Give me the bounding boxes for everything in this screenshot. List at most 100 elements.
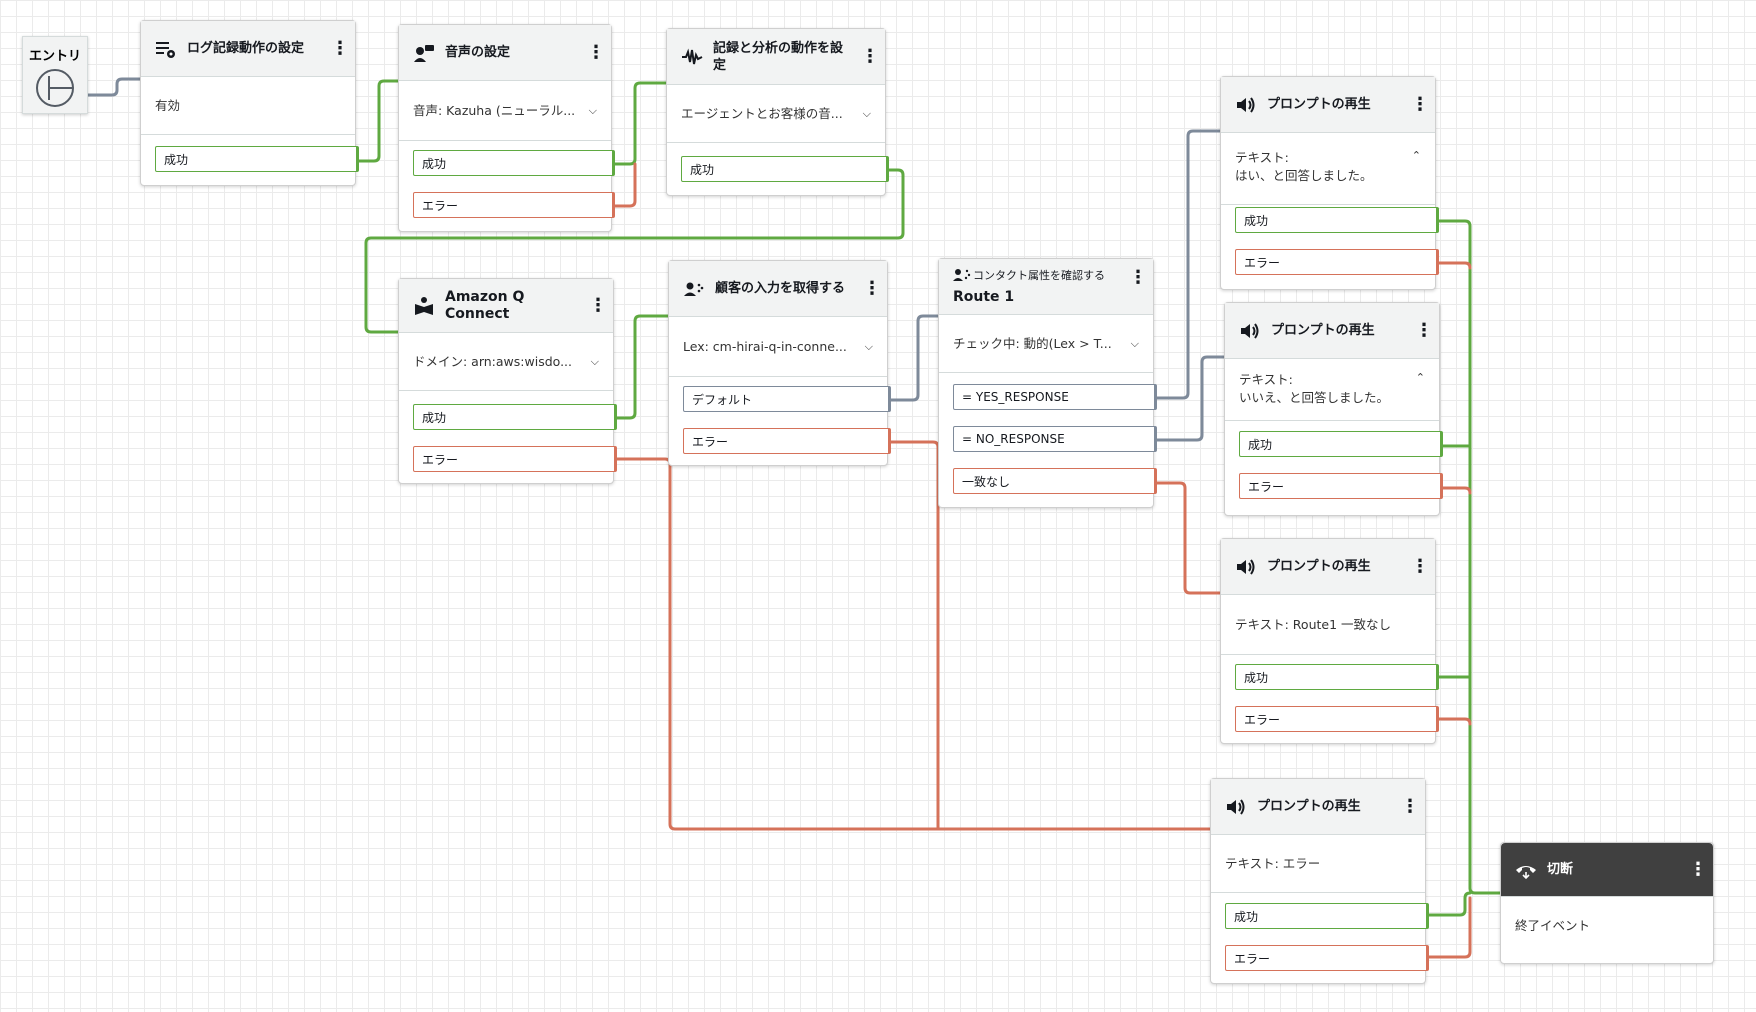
branch-success[interactable]: 成功 <box>413 404 617 430</box>
block-menu-button[interactable]: ⋮ <box>1415 319 1433 341</box>
block-menu-button[interactable]: ⋮ <box>1129 267 1147 288</box>
config-value: 音声: Kazuha (ニューラル... <box>413 102 576 118</box>
branch-default[interactable]: デフォルト <box>683 386 891 412</box>
branch-success[interactable]: 成功 <box>155 146 359 172</box>
block-header: 音声の設定 ⋮ <box>399 25 611 81</box>
block-menu-button[interactable]: ⋮ <box>863 277 881 299</box>
branch-success[interactable]: 成功 <box>413 150 615 176</box>
block-config: テキスト: エラー <box>1211 835 1425 893</box>
config-value: はい、と回答しました。 <box>1235 168 1373 183</box>
entry-start-icon <box>36 69 74 107</box>
config-value: 終了イベント <box>1515 918 1591 933</box>
block-header: プロンプトの再生 ⋮ <box>1221 539 1435 595</box>
chevron-down-icon[interactable]: ⌵ <box>588 103 597 117</box>
branch-error[interactable]: エラー <box>1235 706 1439 732</box>
block-play-prompt-no[interactable]: プロンプトの再生 ⋮ テキスト: いいえ、と回答しました。 ⌃ 成功 エラー <box>1224 302 1443 516</box>
branch-yes-response[interactable]: = YES_RESPONSE <box>953 384 1157 410</box>
block-menu-button[interactable]: ⋮ <box>1401 795 1419 817</box>
branch-no-response[interactable]: = NO_RESPONSE <box>953 426 1157 452</box>
block-set-voice[interactable]: 音声の設定 ⋮ 音声: Kazuha (ニューラル... ⌵ 成功 エラー <box>398 24 615 232</box>
block-logging-behavior[interactable]: ログ記録動作の設定 ⋮ 有効 成功 <box>140 20 359 186</box>
branch-error[interactable]: エラー <box>1239 473 1443 499</box>
block-config[interactable]: テキスト: いいえ、と回答しました。 ⌃ <box>1225 359 1439 421</box>
config-value: 有効 <box>155 97 181 113</box>
block-header: プロンプトの再生 ⋮ <box>1225 303 1439 359</box>
branch-success[interactable]: 成功 <box>1239 431 1443 457</box>
block-title: Amazon Q Connect <box>445 288 525 322</box>
block-header: 顧客の入力を取得する ⋮ <box>669 261 887 317</box>
chevron-down-icon[interactable]: ⌵ <box>590 354 599 368</box>
entry-node[interactable]: エントリ <box>22 36 88 114</box>
block-menu-button[interactable]: ⋮ <box>589 294 607 316</box>
block-check-contact-attributes[interactable]: コンタクト属性を確認する Route 1 ⋮ チェック中: 動的(Lex > T… <box>938 258 1157 508</box>
config-value: チェック中: 動的(Lex > T... <box>953 335 1112 351</box>
chevron-up-icon[interactable]: ⌃ <box>1411 149 1421 162</box>
block-config[interactable]: テキスト: はい、と回答しました。 ⌃ <box>1221 133 1435 205</box>
voice-icon <box>413 42 439 64</box>
config-value: いいえ、と回答しました。 <box>1239 390 1390 405</box>
config-label: テキスト: <box>1235 150 1289 165</box>
branch-success[interactable]: 成功 <box>1235 207 1439 233</box>
block-play-prompt-yes[interactable]: プロンプトの再生 ⋮ テキスト: はい、と回答しました。 ⌃ 成功 エラー <box>1220 76 1439 290</box>
check-attribute-icon <box>953 267 973 283</box>
wire-play1-ok <box>1434 219 1516 895</box>
block-config: 終了イベント <box>1501 897 1713 952</box>
branch-no-match[interactable]: 一致なし <box>953 468 1157 494</box>
chevron-down-icon[interactable]: ⌵ <box>1130 336 1139 350</box>
block-recording-analytics[interactable]: 記録と分析の動作を設定 ⋮ エージェントとお客様の音... ⌵ 成功 <box>666 28 889 196</box>
block-config: 有効 <box>141 77 355 135</box>
block-title: 音声の設定 <box>445 45 511 60</box>
branch-error[interactable]: エラー <box>1235 249 1439 275</box>
config-value: ドメイン: arn:aws:wisdo... <box>413 353 572 369</box>
block-type-label: コンタクト属性を確認する <box>973 269 1105 282</box>
block-header: Amazon Q Connect ⋮ <box>399 279 613 333</box>
book-icon <box>413 295 439 317</box>
block-config: テキスト: Route1 一致なし <box>1221 595 1435 655</box>
hang-up-icon <box>1515 859 1541 881</box>
block-config[interactable]: エージェントとお客様の音... ⌵ <box>667 85 885 143</box>
block-title: プロンプトの再生 <box>1267 559 1371 574</box>
block-header: プロンプトの再生 ⋮ <box>1221 77 1435 133</box>
block-header: 切断 ⋮ <box>1501 843 1713 897</box>
block-menu-button[interactable]: ⋮ <box>1689 858 1707 880</box>
block-title: プロンプトの再生 <box>1271 323 1375 338</box>
block-menu-button[interactable]: ⋮ <box>1411 93 1429 115</box>
block-menu-button[interactable]: ⋮ <box>331 37 349 59</box>
config-value: Lex: cm-hirai-q-in-conne... <box>683 338 847 354</box>
block-config[interactable]: ドメイン: arn:aws:wisdo... ⌵ <box>399 333 613 391</box>
branch-error[interactable]: エラー <box>683 428 891 454</box>
chevron-down-icon[interactable]: ⌵ <box>862 106 871 120</box>
block-amazon-q-connect[interactable]: Amazon Q Connect ⋮ ドメイン: arn:aws:wisdo..… <box>398 278 617 484</box>
branch-success[interactable]: 成功 <box>681 156 889 182</box>
branch-error[interactable]: エラー <box>1225 945 1429 971</box>
chevron-up-icon[interactable]: ⌃ <box>1415 371 1425 384</box>
speaker-icon <box>1235 556 1261 578</box>
block-title: 顧客の入力を取得する <box>715 281 846 296</box>
block-header: 記録と分析の動作を設定 ⋮ <box>667 29 885 85</box>
block-play-prompt-nomatch[interactable]: プロンプトの再生 ⋮ テキスト: Route1 一致なし 成功 エラー <box>1220 538 1439 744</box>
branch-success[interactable]: 成功 <box>1225 903 1429 929</box>
block-header: ログ記録動作の設定 ⋮ <box>141 21 355 77</box>
block-config[interactable]: Lex: cm-hirai-q-in-conne... ⌵ <box>669 317 887 377</box>
block-get-customer-input[interactable]: 顧客の入力を取得する ⋮ Lex: cm-hirai-q-in-conne...… <box>668 260 891 466</box>
wire-play4-ok <box>1424 891 1472 917</box>
branch-success[interactable]: 成功 <box>1235 664 1439 690</box>
block-menu-button[interactable]: ⋮ <box>587 41 605 63</box>
branch-error[interactable]: エラー <box>413 192 615 218</box>
branch-error[interactable]: エラー <box>413 446 617 472</box>
block-menu-button[interactable]: ⋮ <box>861 45 879 67</box>
block-title: プロンプトの再生 <box>1257 799 1361 814</box>
block-menu-button[interactable]: ⋮ <box>1411 555 1429 577</box>
block-config[interactable]: チェック中: 動的(Lex > T... ⌵ <box>939 315 1153 373</box>
speaker-icon <box>1235 94 1261 116</box>
block-disconnect[interactable]: 切断 ⋮ 終了イベント <box>1500 842 1714 964</box>
block-title: 切断 <box>1547 862 1574 877</box>
chevron-down-icon[interactable]: ⌵ <box>864 339 873 353</box>
config-value: テキスト: Route1 一致なし <box>1235 616 1392 632</box>
speaker-icon <box>1225 796 1251 818</box>
block-config[interactable]: 音声: Kazuha (ニューラル... ⌵ <box>399 81 611 141</box>
wire-play4-err <box>1424 896 1472 959</box>
block-play-prompt-error[interactable]: プロンプトの再生 ⋮ テキスト: エラー 成功 エラー <box>1210 778 1429 984</box>
log-settings-icon <box>155 38 181 60</box>
